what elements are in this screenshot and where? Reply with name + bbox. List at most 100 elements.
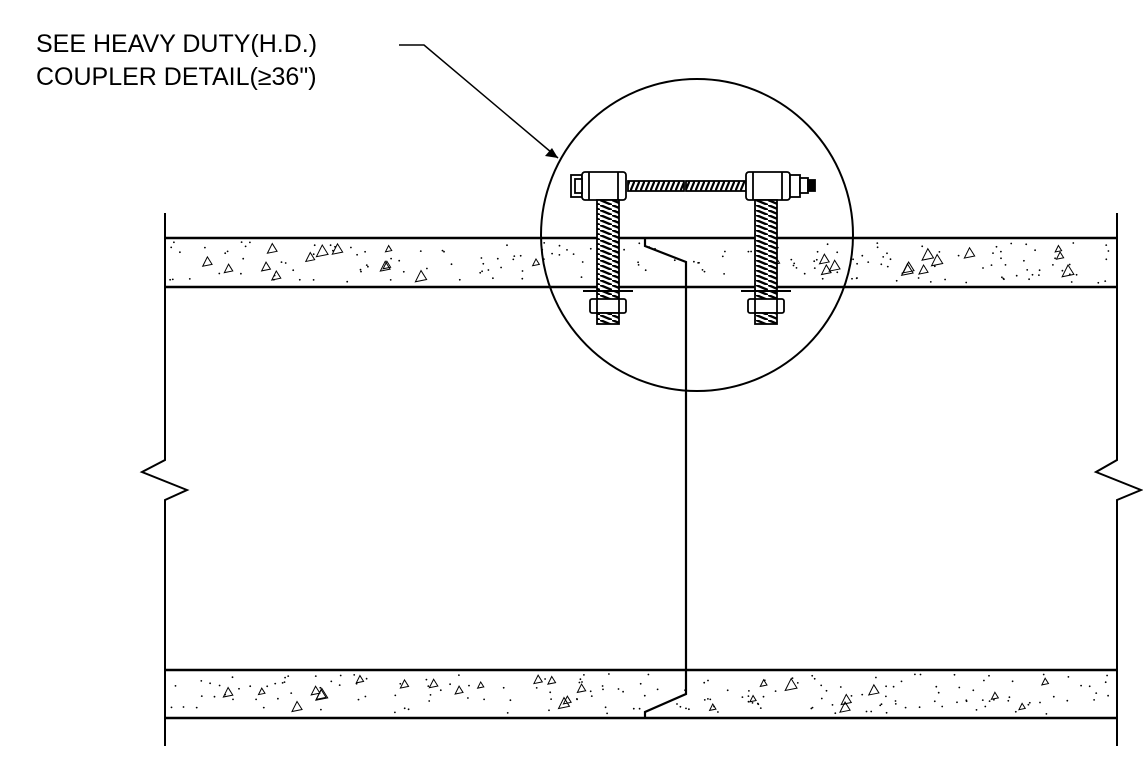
concrete-dot: [981, 699, 984, 701]
concrete-dot: [290, 692, 293, 694]
concrete-dot: [886, 265, 889, 268]
concrete-dot: [566, 249, 568, 251]
concrete-dot: [339, 674, 342, 677]
concrete-dot: [608, 673, 610, 675]
concrete-dot: [313, 244, 316, 247]
concrete-dot: [741, 696, 744, 698]
concrete-dot: [496, 257, 499, 260]
concrete-dot: [933, 700, 936, 703]
concrete-dot: [427, 685, 430, 687]
concrete-dot: [992, 252, 994, 255]
concrete-dot: [639, 682, 642, 685]
concrete-dot: [266, 685, 269, 688]
concrete-dot: [880, 263, 883, 266]
concrete-dot: [747, 250, 750, 253]
callout-leader: [399, 44, 559, 159]
concrete-aggregate: [270, 269, 282, 281]
concrete-dot: [900, 680, 903, 683]
concrete-dot: [811, 674, 814, 677]
concrete-dot: [312, 253, 315, 256]
concrete-dot: [885, 685, 887, 688]
concrete-dot: [698, 261, 700, 264]
heavy-duty-coupler: [570, 171, 816, 325]
concrete-dot: [365, 677, 368, 680]
concrete-dot: [262, 706, 265, 709]
concrete-dot: [402, 270, 405, 273]
concrete-dot: [350, 246, 352, 249]
concrete-dot: [656, 688, 659, 691]
concrete-dot: [861, 693, 864, 696]
concrete-dot: [820, 684, 823, 687]
concrete-aggregate: [428, 678, 439, 689]
concrete-aggregate: [223, 263, 234, 274]
concrete-dot: [224, 252, 227, 255]
concrete-dot: [346, 280, 349, 283]
concrete-dot: [319, 686, 322, 689]
concrete-aggregate: [257, 687, 266, 696]
concrete-dot: [479, 271, 482, 274]
concrete-dot: [1028, 701, 1031, 704]
concrete-dot: [774, 690, 777, 692]
concrete-dot: [550, 698, 552, 700]
concrete-aggregate: [454, 685, 464, 695]
concrete-dot: [576, 698, 578, 700]
concrete-aggregate: [576, 683, 587, 694]
concrete-dot: [1107, 694, 1109, 697]
concrete-dot: [851, 277, 853, 280]
concrete-dot: [831, 704, 834, 706]
concrete-dot: [283, 681, 286, 683]
concrete-dot: [506, 244, 508, 247]
concrete-dot: [982, 267, 984, 269]
concrete-dot: [813, 677, 816, 680]
concrete-dot: [944, 278, 946, 281]
concrete-dot: [965, 281, 968, 284]
concrete-dot: [425, 678, 428, 681]
concrete-dot: [707, 698, 709, 700]
concrete-aggregate: [828, 259, 841, 272]
concrete-dot: [572, 253, 575, 256]
concrete-aggregate: [201, 255, 213, 267]
concrete-dot: [876, 246, 879, 249]
bottom-pipe-wall: [165, 668, 1117, 720]
concrete-dot: [535, 687, 538, 689]
concrete-dot: [284, 676, 286, 679]
concrete-dot: [394, 711, 396, 714]
concrete-dot: [244, 245, 247, 248]
concrete-dot: [487, 269, 490, 271]
top-wall-concrete-hatch: [169, 241, 1110, 284]
concrete-dot: [935, 685, 938, 688]
concrete-dot: [867, 261, 870, 263]
concrete-dot: [543, 242, 546, 244]
concrete-aggregate: [414, 269, 428, 283]
concrete-dot: [1011, 680, 1014, 683]
concrete-dot: [200, 680, 203, 682]
concrete-dot: [1093, 699, 1095, 701]
concrete-dot: [506, 712, 509, 714]
concrete-dot: [622, 690, 624, 693]
concrete-dot: [509, 699, 512, 702]
top-pipe-wall: [165, 236, 1117, 289]
concrete-dot: [492, 277, 494, 280]
concrete-dot: [483, 698, 485, 701]
concrete-dot: [521, 277, 524, 280]
concrete-aggregate: [784, 677, 798, 692]
concrete-dot: [933, 265, 936, 268]
detail-circle: [540, 78, 854, 392]
concrete-dot: [826, 243, 829, 246]
concrete-dot: [709, 698, 712, 701]
concrete-dot: [1061, 269, 1064, 272]
concrete-aggregate: [900, 262, 914, 276]
concrete-dot: [751, 702, 754, 704]
bottom-wall-concrete-hatch: [170, 673, 1109, 715]
concrete-dot: [551, 252, 553, 255]
concrete-dot: [399, 682, 402, 685]
concrete-aggregate: [749, 694, 757, 703]
concrete-aggregate: [355, 674, 365, 684]
concrete-dot: [1052, 695, 1055, 698]
concrete-dot: [174, 685, 177, 687]
concrete-dot: [1104, 280, 1107, 282]
concrete-dot: [919, 673, 922, 676]
concrete-aggregate: [562, 695, 572, 705]
concrete-dot: [320, 708, 322, 711]
concrete-dot: [513, 255, 516, 257]
